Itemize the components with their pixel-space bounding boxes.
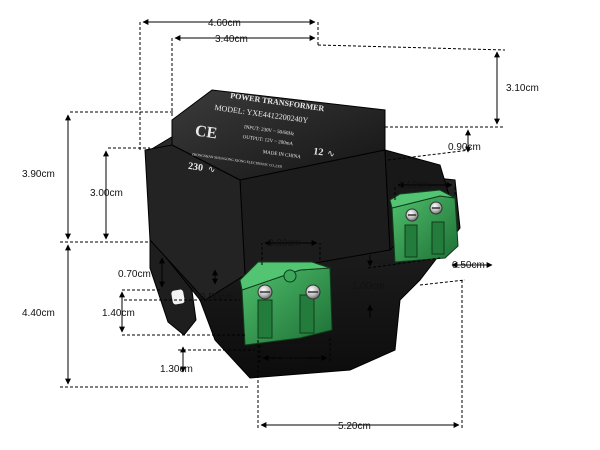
dim-right-terminal-width: 1.10cm bbox=[398, 180, 431, 191]
dim-left-terminal-pitch: 0.80cm bbox=[268, 238, 301, 249]
label-voltage-in: 230 bbox=[187, 161, 203, 174]
mounting-hole bbox=[171, 289, 185, 305]
label-ce: CE bbox=[194, 123, 218, 143]
dim-right-terminal-offset: 0.50cm bbox=[452, 260, 485, 271]
transformer-body: POWER TRANSFORMER MODEL: YXE4412200240Y … bbox=[144, 89, 461, 379]
label-origin: MADE IN CHINA bbox=[262, 150, 301, 160]
dim-lower-height: 4.40cm bbox=[22, 308, 55, 319]
dim-tab-height: 0.70cm bbox=[118, 269, 151, 280]
label-voltage-out: 12 bbox=[313, 146, 324, 158]
dim-tab-hole: 1.40cm bbox=[102, 308, 135, 319]
dimension-labels: 4.60cm 3.40cm 3.10cm 0.90cm 3.90cm 3.00c… bbox=[22, 18, 539, 432]
dim-base-step: 1.30cm bbox=[160, 364, 193, 375]
dim-overall-width: 4.60cm bbox=[208, 18, 241, 29]
dim-base-width: 5.20cm bbox=[338, 421, 371, 432]
ac-symbol-icon: ∿ bbox=[207, 164, 216, 175]
left-terminal-block bbox=[239, 261, 333, 346]
dim-lid-step: 0.90cm bbox=[448, 142, 481, 153]
dim-upper-height: 3.90cm bbox=[22, 169, 55, 180]
dimension-lines bbox=[60, 19, 506, 430]
right-terminal-block bbox=[389, 189, 459, 263]
dim-lid-height: 3.00cm bbox=[90, 188, 123, 199]
dim-left-terminal-offset: 0.50cm bbox=[200, 292, 233, 303]
dim-left-terminal-width: 1.60cm bbox=[274, 354, 307, 365]
ac-symbol-icon-out: ∿ bbox=[327, 148, 336, 159]
dim-label-width: 3.40cm bbox=[215, 34, 248, 45]
dim-top-height: 3.10cm bbox=[506, 83, 539, 94]
dim-terminal-gap: 1.00cm bbox=[352, 281, 385, 292]
